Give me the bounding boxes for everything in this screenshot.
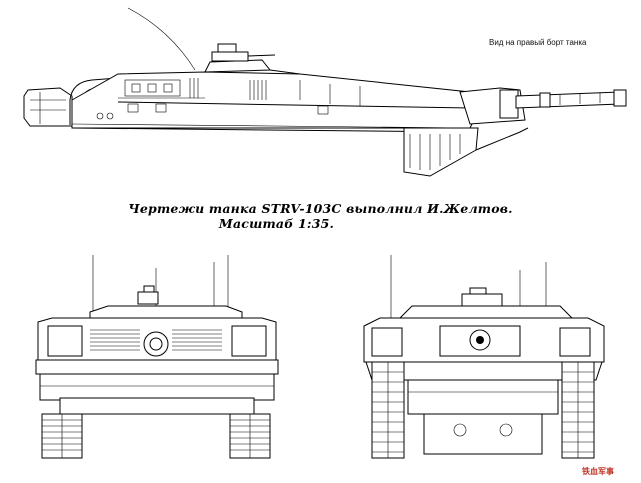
- front-dozer-blade: [365, 361, 603, 381]
- rear-view-mg: [137, 291, 159, 305]
- rear-right-track: [229, 413, 271, 459]
- drawing-caption-title: Чертежи танка STRV-103C выполнил И.Желто…: [128, 201, 513, 216]
- front-view: [363, 255, 605, 459]
- rear-view: [35, 255, 279, 459]
- rear-lower-plate: [39, 373, 275, 401]
- view-label: Вид на правый борт танка: [489, 38, 587, 47]
- drawing-caption-scale: Масштаб 1:35.: [218, 216, 335, 231]
- side-antenna: [127, 7, 196, 71]
- exhaust-pipe: [69, 77, 119, 125]
- watermark-logo: 铁血军事: [582, 467, 614, 476]
- muzzle-brake: [613, 89, 627, 107]
- front-right-track: [561, 361, 595, 459]
- commander-cupola: [204, 59, 272, 73]
- rear-exhaust: [143, 331, 169, 357]
- front-view-cupola: [469, 287, 487, 295]
- rear-left-track: [41, 413, 83, 459]
- dozer-blade: [403, 127, 479, 177]
- hull-side: [71, 71, 476, 129]
- side-view: [23, 7, 627, 177]
- main-gun-barrel: [515, 91, 621, 109]
- rear-stowage-box: [23, 87, 73, 127]
- front-left-track: [371, 361, 405, 459]
- cupola-machine-gun: [247, 54, 276, 57]
